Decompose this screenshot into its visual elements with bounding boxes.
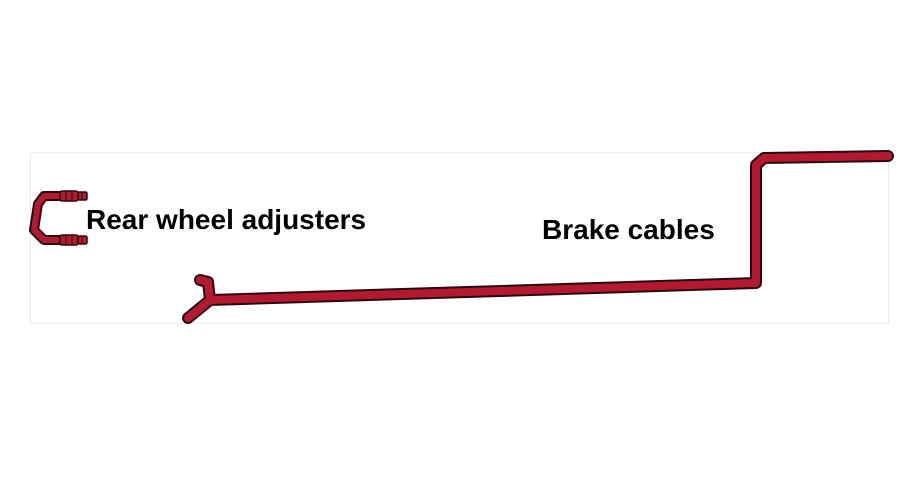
lower-adjuster-screw (59, 234, 88, 246)
adjuster-bracket (31, 193, 65, 243)
rear-wheel-adjusters-label: Rear wheel adjusters (86, 204, 367, 235)
brake-cable (184, 152, 892, 322)
upper-adjuster-screw (59, 190, 88, 202)
brake-cables-label: Brake cables (542, 214, 715, 245)
